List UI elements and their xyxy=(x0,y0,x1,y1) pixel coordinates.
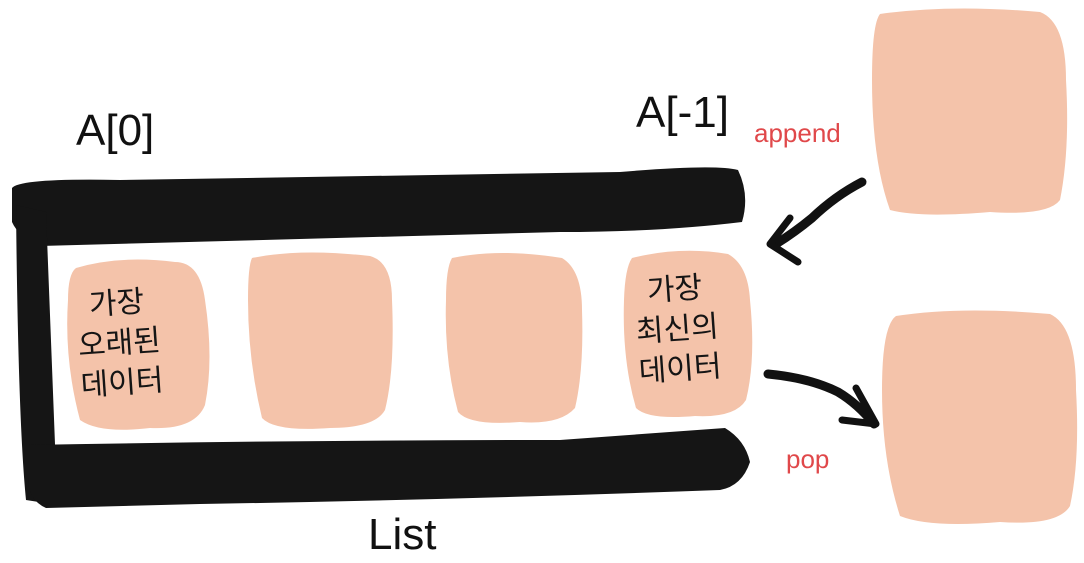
append-block xyxy=(872,8,1068,215)
frame-top-bar xyxy=(12,167,746,246)
data-block-3 xyxy=(445,253,583,423)
oldest-caption-line-3: 데이터 xyxy=(79,363,165,404)
newest-data-caption: 가장 최신의 데이터 xyxy=(632,267,723,392)
append-label: append xyxy=(754,118,841,148)
list-label: List xyxy=(368,510,437,559)
last-index-label: A[-1] xyxy=(636,88,729,137)
curved-arrow-out-icon xyxy=(763,369,880,429)
data-block-newest xyxy=(623,250,753,417)
first-index-label: A[0] xyxy=(76,106,155,155)
oldest-data-caption: 가장 오래된 데이터 xyxy=(74,281,165,406)
popped-block xyxy=(882,310,1078,524)
oldest-caption-line-2: 오래된 xyxy=(76,323,162,364)
list-frame xyxy=(12,167,750,508)
data-block-oldest xyxy=(67,259,210,430)
newest-caption-line-3: 데이터 xyxy=(637,349,723,390)
pop-label: pop xyxy=(786,444,830,474)
newest-caption-line-1: 가장 xyxy=(645,270,704,309)
curved-arrow-in-icon xyxy=(766,177,867,266)
newest-caption-line-2: 최신의 xyxy=(634,309,720,350)
data-block-2 xyxy=(248,252,393,429)
frame-left-bar xyxy=(16,205,58,505)
oldest-caption-line-1: 가장 xyxy=(87,284,146,323)
frame-bottom-bar xyxy=(28,428,750,508)
